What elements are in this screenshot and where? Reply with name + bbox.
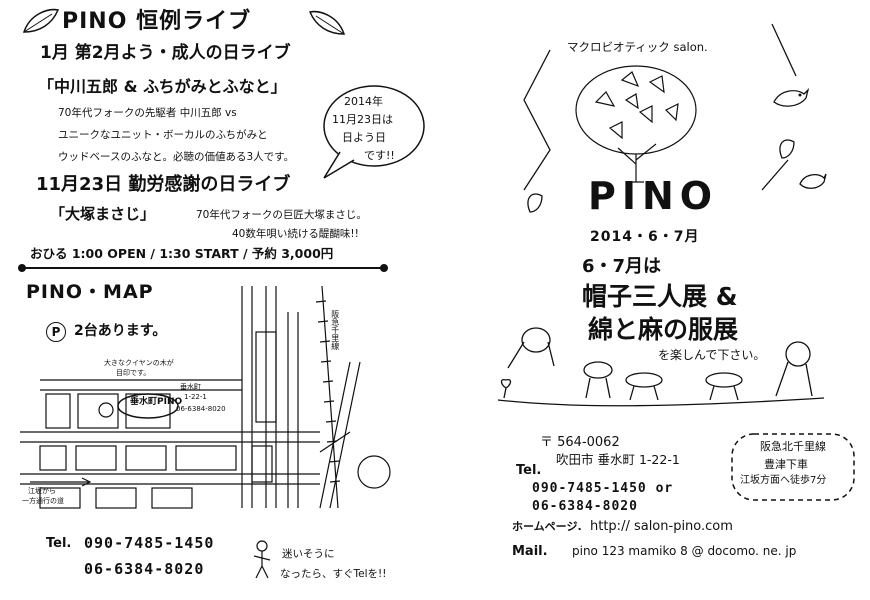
nov-desc-line: 40数年唄い続ける醍醐味!! (232, 228, 359, 240)
bird-icon (799, 173, 827, 189)
map-tree-note: 目印です。 (116, 369, 151, 377)
live-header: PINO 恒例ライブ (62, 9, 252, 34)
hats-illustration (497, 327, 825, 407)
separator-line (22, 267, 382, 269)
jan-desc-line: ウッドベースのふなと。必聴の価値ある3人です。 (58, 151, 295, 163)
access-line: 阪急北千里線 (760, 440, 826, 453)
access-line: 江坂方面へ徒歩7分 (740, 475, 827, 486)
speech-bubble (323, 85, 425, 179)
event-line: を楽しんで下さい。 (658, 348, 766, 362)
homepage-url[interactable]: http:// salon-pino.com (590, 519, 733, 534)
nov-live-title: 11月23日 勤労感謝の日ライブ (36, 174, 291, 195)
event-line: 6・7月は (582, 256, 662, 277)
parking-note: 2台あります。 (74, 323, 167, 339)
jan-performers: 「中川五郎 & ふちがみとふなと」 (38, 77, 287, 96)
vine-left (523, 49, 551, 213)
tel-label: Tel. (46, 536, 72, 551)
mail-address[interactable]: pino 123 mamiko 8 @ docomo. ne. jp (572, 544, 797, 558)
map-road-note: 江坂から (28, 487, 56, 495)
map-railway-label: 阪急千里線 (330, 310, 340, 350)
bubble-line: 2014年 (344, 95, 383, 108)
bubble-line: です!! (364, 149, 395, 162)
address: 吹田市 垂水町 1-22-1 (556, 452, 680, 467)
tree-illustration (575, 65, 697, 183)
person-icon (253, 540, 271, 579)
tel-landline: 06-6384-8020 (84, 560, 205, 578)
map-address-note: 1-22-1 (184, 393, 207, 401)
leaf-icon (308, 10, 346, 35)
bird-icon (773, 87, 810, 107)
map-store-label: 垂水町PINO (130, 397, 183, 407)
lost-note: 迷いそうに (282, 548, 335, 560)
access-box (731, 433, 855, 501)
salon-tagline: マクロビオティック salon. (567, 40, 708, 54)
map-road-note: 一方通行の道 (22, 497, 64, 505)
nov-desc-line: 70年代フォークの巨匠大塚まさじ。 (196, 209, 367, 221)
leaf-icon (22, 8, 60, 33)
access-line: 豊津下車 (764, 458, 808, 471)
tel-label: Tel. (516, 463, 542, 478)
schedule: おひる 1:00 OPEN / 1:30 START / 予約 3,000円 (30, 246, 334, 261)
street-map (20, 285, 391, 509)
bubble-line: 11月23日は (332, 113, 393, 126)
event-line: 帽子三人展 & (582, 282, 738, 311)
mail-label: Mail. (512, 544, 548, 559)
jan-desc-line: 70年代フォークの先駆者 中川五郎 vs (58, 107, 237, 119)
tel-landline: 06-6384-8020 (532, 499, 638, 514)
lost-note: なったら、すぐTelを!! (280, 568, 387, 580)
map-phone-note: 06-6384-8020 (176, 405, 226, 413)
jan-live-title: 1月 第2月よう・成人の日ライブ (40, 43, 291, 63)
vine-right (761, 23, 797, 191)
event-line: 綿と麻の服展 (588, 315, 739, 344)
bubble-line: 日よう日 (342, 131, 386, 144)
nov-performer: 「大塚まさじ」 (50, 205, 156, 223)
tel-mobile: 090-7485-1450 (84, 534, 215, 552)
map-tree-note: 大きなクイヤンの木が (104, 359, 174, 367)
map-address-note: 垂水町 (180, 383, 201, 391)
postal-code: 〒 564-0062 (540, 435, 620, 450)
tel-mobile: 090-7485-1450 or (532, 481, 674, 496)
separator-dot (380, 264, 388, 272)
event-date: 2014・6・7月 (590, 229, 700, 245)
map-title: PINO・MAP (26, 281, 154, 303)
parking-icon: P (46, 322, 66, 342)
brand-name: PINO (588, 174, 719, 218)
jan-desc-line: ユニークなユニット・ボーカルのふちがみと (58, 129, 268, 141)
homepage-label: ホームページ. (512, 520, 582, 533)
